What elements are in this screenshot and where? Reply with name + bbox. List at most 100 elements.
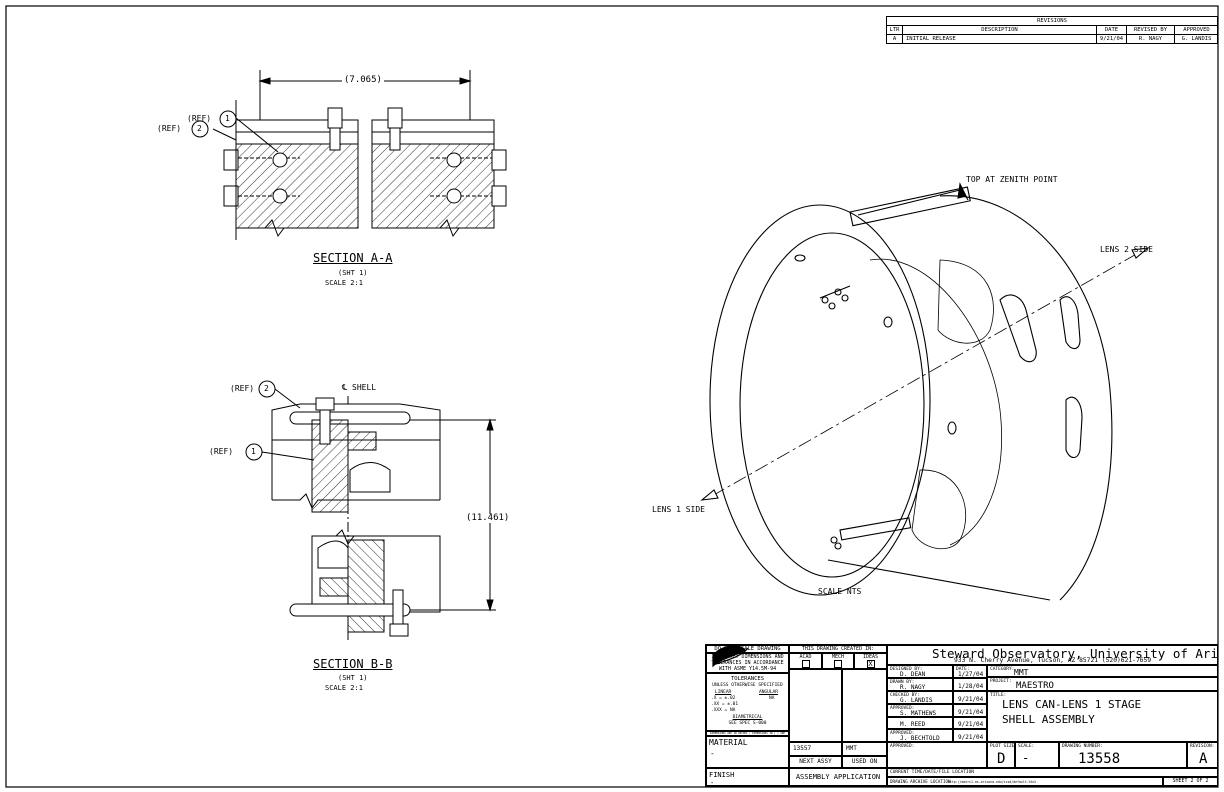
sheet-number: SHEET 2 OF 2 xyxy=(1163,777,1218,786)
rev-header-approved: APPROVED xyxy=(1183,27,1210,33)
drawing-number-cell: DRAWING NUMBER: 13558 xyxy=(1059,742,1187,768)
drawing-number-label: DRAWING NUMBER: xyxy=(1062,744,1103,749)
plot-size-cell: PLOT SIZE D xyxy=(987,742,1015,768)
org-header: Steward Observatory, University of Arizo… xyxy=(887,645,1218,665)
tolerance-angular-value: NA xyxy=(769,696,775,701)
assembly-application: ASSEMBLY APPLICATION xyxy=(789,768,887,786)
drawn-by-cell: DRAWN BY: R. NAGY xyxy=(887,678,953,691)
approved-3-cell: APPROVED: J. BECHTOLD xyxy=(887,729,953,742)
section-b-b-view xyxy=(245,380,496,640)
tolerances-linear: LINEAR xyxy=(715,690,732,695)
tolerances-diametrical: DIAMETRICAL xyxy=(732,715,763,720)
designed-name: D. DEAN xyxy=(900,671,926,678)
checked-by-cell: CHECKED BY: G. LANDIS xyxy=(887,691,953,704)
archive-label: DRAWING ARCHIVE LOCATION xyxy=(890,779,951,784)
tolerances-title: TOLERANCES xyxy=(730,676,765,682)
revision-value: A xyxy=(1199,751,1208,767)
rev-revised-by: R. NAGY xyxy=(1127,35,1175,44)
approved-2-date-cell: 9/21/04 xyxy=(953,717,987,729)
ideas-label: IDEAS xyxy=(862,654,879,660)
created-in-mech: MECH xyxy=(822,653,854,669)
approved1-label: APPROVED: xyxy=(890,706,915,711)
revision-cell: REVISION: A xyxy=(1187,742,1218,768)
title-label: TITLE: xyxy=(990,693,1007,698)
approved4-label: APPROVED: xyxy=(890,744,915,749)
project-label: PROJECT: xyxy=(990,679,1012,684)
section-a-balloon-1: 1 xyxy=(225,114,230,123)
finish-label: FINISH xyxy=(709,771,735,779)
scale-cell: SCALE: - xyxy=(1015,742,1059,768)
interpret-line-2: TOLERANCES IN ACCORDANCE xyxy=(711,660,784,666)
tolerance-x: .X = ±.02 xyxy=(711,696,736,701)
scale-value: - xyxy=(1022,751,1030,765)
revisions-title: REVISIONS xyxy=(887,17,1217,26)
created-grid-left xyxy=(789,669,842,742)
drawn-label: DRAWN BY: xyxy=(890,680,915,685)
iso-top-zenith-label: TOP AT ZENITH POINT xyxy=(966,175,1058,184)
designed-date: 1/27/04 xyxy=(958,671,984,678)
used-on-label: USED ON xyxy=(842,756,887,768)
designed-by-cell: DESIGNED BY: D. DEAN xyxy=(887,665,953,678)
checked-name: G. LANDIS xyxy=(900,697,933,704)
sheet-border xyxy=(5,5,1219,788)
section-a-sheet-ref: (SHT 1) xyxy=(338,269,368,277)
section-b-ref-2: (REF) xyxy=(230,384,255,393)
designed-label: DESIGNED BY: xyxy=(890,667,923,672)
used-on-value: MMT xyxy=(842,742,887,756)
tolerances-block: TOLERANCES UNLESS OTHERWISE SPECIFIED LI… xyxy=(706,673,789,731)
iso-lens2-label: LENS 2 SIDE xyxy=(1100,245,1153,254)
revisions-table: REVISIONS LTR DESCRIPTION DATE REVISED B… xyxy=(886,16,1218,44)
mech-checkbox xyxy=(834,660,842,668)
next-assy-label: NEXT ASSY xyxy=(789,756,842,768)
org-address: 933 N. Cherry Avenue, Tucson, AZ 85721 (… xyxy=(954,657,1152,664)
mech-label: MECH xyxy=(831,654,845,660)
table-row: A INITIAL RELEASE 9/21/04 R. NAGY G. LAN… xyxy=(887,35,1217,44)
approved-1-cell: APPROVED: S. MATHEWS xyxy=(887,704,953,717)
section-a-balloon-2: 2 xyxy=(197,124,202,133)
archive-cell: DRAWING ARCHIVE LOCATION http://mmtrc1.a… xyxy=(887,777,1163,786)
next-assy-value: 13557 xyxy=(789,742,842,756)
created-in-header: THIS DRAWING CREATED IN: xyxy=(789,645,887,653)
plot-size-value: D xyxy=(997,751,1006,767)
iso-lens1-label: LENS 1 SIDE xyxy=(652,505,705,514)
approved-3-date-cell: 9/21/04 xyxy=(953,729,987,742)
iso-scale-label: SCALE NTS xyxy=(818,587,862,596)
checked-date-cell: 9/21/04 xyxy=(953,691,987,704)
revision-label: REVISION: xyxy=(1190,744,1215,749)
approved-1-date-cell: 9/21/04 xyxy=(953,704,987,717)
rev-header-revised-by: REVISED BY xyxy=(1127,26,1175,35)
scale-label: SCALE: xyxy=(1018,744,1035,749)
title-cell: TITLE: LENS CAN-LENS 1 STAGE SHELL ASSEM… xyxy=(987,691,1218,742)
rev-header-ltr: LTR xyxy=(887,26,903,35)
approved3-label: APPROVED: xyxy=(890,731,915,736)
rev-ltr: A xyxy=(887,35,903,44)
interpret-line-3: WITH ASME Y14.5M-94 xyxy=(718,666,777,672)
finish-value: - xyxy=(710,779,715,786)
section-a-a-view xyxy=(191,70,507,240)
tolerances-see-spec: SEE SPEC S-000 xyxy=(728,721,767,726)
approved2-date: 9/21/04 xyxy=(958,721,984,728)
drawn-date: 1/28/04 xyxy=(958,683,984,690)
designed-date-cell: DATE: 1/27/04 xyxy=(953,665,987,678)
section-b-dimension: (11.461) xyxy=(466,513,510,523)
approved-2-cell: M. REED xyxy=(887,717,953,729)
section-b-ref-1: (REF) xyxy=(209,447,234,456)
title-line-1: LENS CAN-LENS 1 STAGE xyxy=(1002,698,1142,711)
approved1-date: 9/21/04 xyxy=(958,709,984,716)
section-a-scale: SCALE 2:1 xyxy=(325,279,363,287)
section-a-ref-2: (REF) xyxy=(157,124,182,133)
date-label: DATE: xyxy=(956,667,970,672)
section-a-title: SECTION A-A xyxy=(313,251,393,265)
acad-label: ACAD xyxy=(799,654,812,660)
section-b-balloon-1: 1 xyxy=(251,447,256,456)
drawing-number-value: 13558 xyxy=(1078,751,1121,767)
steward-logo-icon xyxy=(712,645,749,668)
org-name: Steward Observatory, University of Arizo… xyxy=(932,646,1218,661)
isometric-shell-view xyxy=(700,182,1150,601)
created-grid-right xyxy=(842,669,887,742)
project-value: MAESTRO xyxy=(1016,681,1054,691)
category-value: MMT xyxy=(1014,668,1029,677)
do-not-scale: DO NOT SCALE DRAWING xyxy=(706,645,789,653)
acad-checkbox xyxy=(801,660,810,668)
